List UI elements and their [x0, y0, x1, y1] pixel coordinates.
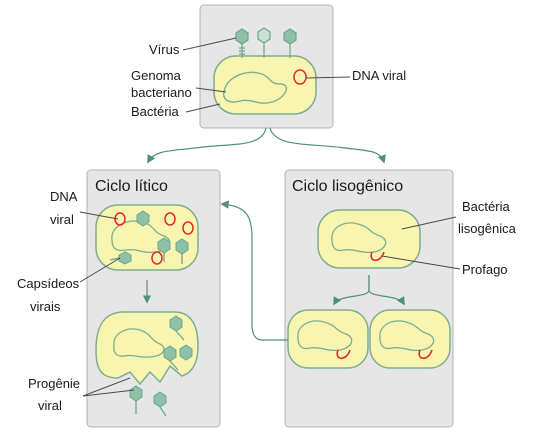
arrow-lysogenic-to-lytic — [222, 204, 288, 340]
label-progeny-2: viral — [38, 398, 62, 413]
label-bacteria: Bactéria — [131, 104, 179, 119]
capsid-icon — [137, 211, 149, 226]
lysogenic-panel — [285, 170, 453, 427]
arrow-to-lysogenic — [270, 128, 384, 162]
capsid-icon — [180, 345, 192, 360]
label-virus: Vírus — [149, 42, 180, 57]
arrow-to-lytic — [148, 128, 266, 162]
label-lytic-dna-1: DNA — [50, 189, 78, 204]
virus-icon — [154, 392, 166, 407]
daughter-cell-right — [370, 310, 450, 368]
label-genome-2: bacteriano — [131, 85, 192, 100]
label-capsids-2: virais — [30, 299, 61, 314]
capsid-icon — [170, 316, 182, 331]
label-progeny-1: Progênie — [28, 376, 80, 391]
label-prophage: Profago — [462, 262, 508, 277]
lytic-infected-cell — [96, 205, 198, 270]
bacterium-cell — [214, 56, 316, 114]
capsid-icon — [164, 346, 176, 361]
capsid-icon — [176, 239, 188, 254]
capsid-icon — [119, 252, 131, 264]
label-lysogenic-bacteria-2: lisogênica — [458, 221, 517, 236]
label-viral-dna: DNA viral — [352, 68, 406, 83]
label-lysogenic-bacteria-1: Bactéria — [462, 199, 510, 214]
label-lytic-dna-2: viral — [50, 212, 74, 227]
label-capsids-1: Capsídeos — [17, 276, 80, 291]
lytic-title: Ciclo lítico — [95, 178, 168, 195]
lysogenic-title: Ciclo lisogênico — [292, 178, 403, 195]
label-genome-1: Genoma — [131, 68, 182, 83]
virus-icon — [130, 386, 142, 401]
daughter-cell-left — [288, 310, 368, 368]
capsid-icon — [158, 238, 170, 253]
